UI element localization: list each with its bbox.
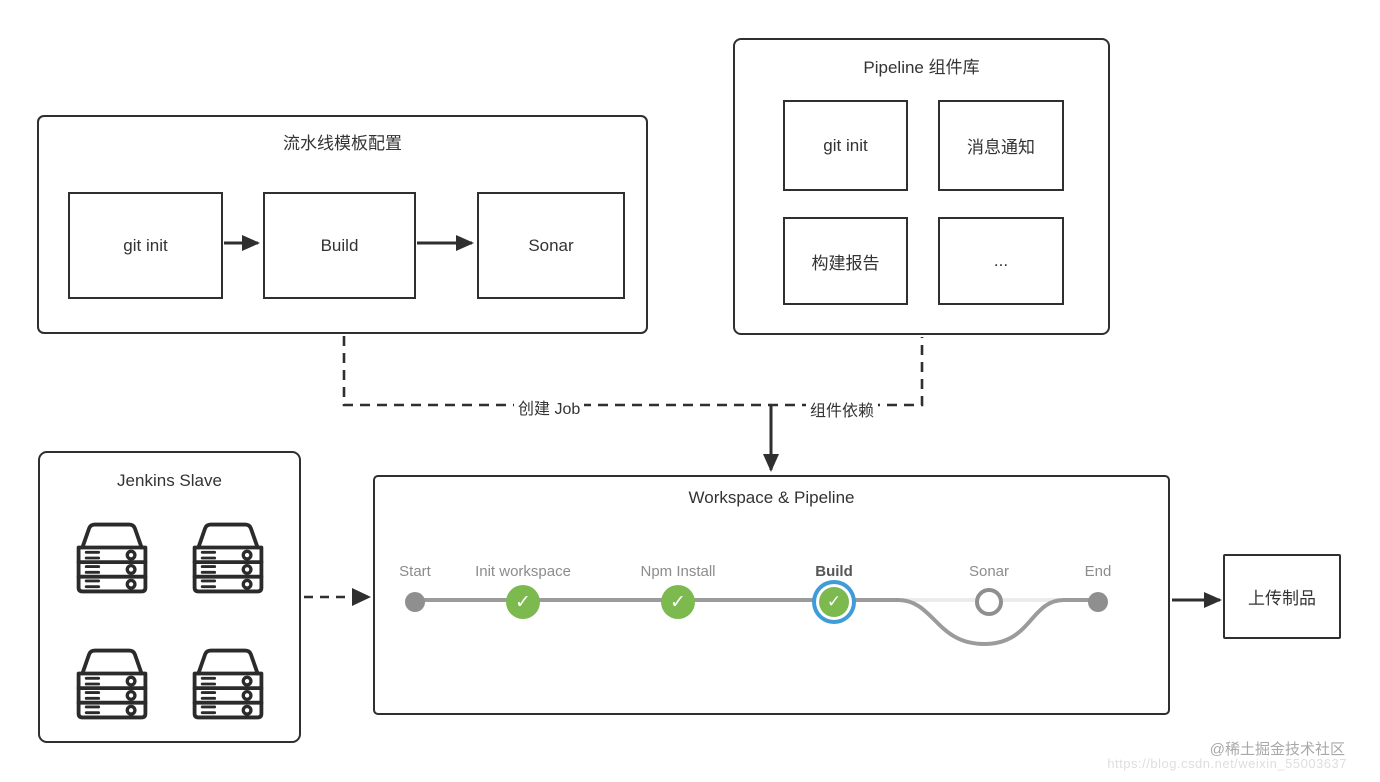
template-node-label: git init <box>123 235 168 255</box>
component-library-box: Pipeline 组件库 git init 消息通知 构建报告 ... <box>733 38 1110 335</box>
stage-label-init-workspace: Init workspace <box>475 563 571 580</box>
stage-node-npm-install: ✓ <box>661 585 695 619</box>
component-node-label: git init <box>823 135 868 155</box>
create-job-label: 创建 Job <box>514 395 585 419</box>
pipeline-template-box: 流水线模板配置 git init Build Sonar <box>37 115 648 334</box>
upload-artifact-label: 上传制品 <box>1248 589 1316 608</box>
component-node-git-init: git init <box>783 100 908 191</box>
stage-node-end <box>1088 592 1108 612</box>
template-node-git-init: git init <box>68 192 223 299</box>
server-icon <box>192 522 263 594</box>
template-node-label: Build <box>320 235 359 255</box>
template-node-label: Sonar <box>528 235 574 255</box>
component-node-label: ... <box>993 251 1009 270</box>
stage-node-start <box>405 592 425 612</box>
component-node-label: 构建报告 <box>811 253 880 273</box>
workspace-pipeline-title: Workspace & Pipeline <box>688 488 855 507</box>
check-icon: ✓ <box>826 592 842 611</box>
template-node-sonar: Sonar <box>477 192 625 299</box>
template-node-build: Build <box>263 192 416 299</box>
component-library-title: Pipeline 组件库 <box>863 58 980 77</box>
stage-label-sonar: Sonar <box>968 563 1010 580</box>
stage-node-build: ✓ <box>819 587 849 617</box>
component-node-build-report: 构建报告 <box>783 217 908 305</box>
component-node-message-notify: 消息通知 <box>938 100 1064 191</box>
workspace-pipeline-box: Workspace & Pipeline Start Init workspac… <box>373 475 1170 715</box>
stage-label-end: End <box>1084 563 1112 580</box>
jenkins-slave-box: Jenkins Slave <box>38 451 301 743</box>
arrowhead-jenkins <box>352 588 371 606</box>
watermark-community: @稀土掘金技术社区 <box>1209 741 1345 758</box>
check-icon: ✓ <box>515 591 531 613</box>
component-node-label: 消息通知 <box>967 138 1035 157</box>
server-grid <box>40 519 299 723</box>
server-icon <box>76 648 147 720</box>
dashed-connector <box>342 336 924 407</box>
server-icon <box>192 648 263 720</box>
stage-label-build: Build <box>815 563 853 580</box>
stage-label-npm-install: Npm Install <box>640 563 716 580</box>
check-icon: ✓ <box>670 591 686 613</box>
watermark-url: https://blog.csdn.net/weixin_55003637 <box>1107 756 1347 771</box>
stage-label-start: Start <box>399 563 431 580</box>
pipeline-template-title: 流水线模板配置 <box>283 134 402 153</box>
jenkins-slave-title: Jenkins Slave <box>117 471 222 490</box>
server-icon <box>76 522 147 594</box>
upload-artifact-box: 上传制品 <box>1223 554 1341 639</box>
component-node-more: ... <box>938 217 1064 305</box>
stage-node-sonar <box>975 588 1003 616</box>
stage-node-init-workspace: ✓ <box>506 585 540 619</box>
component-dependency-label: 组件依赖 <box>806 397 879 421</box>
